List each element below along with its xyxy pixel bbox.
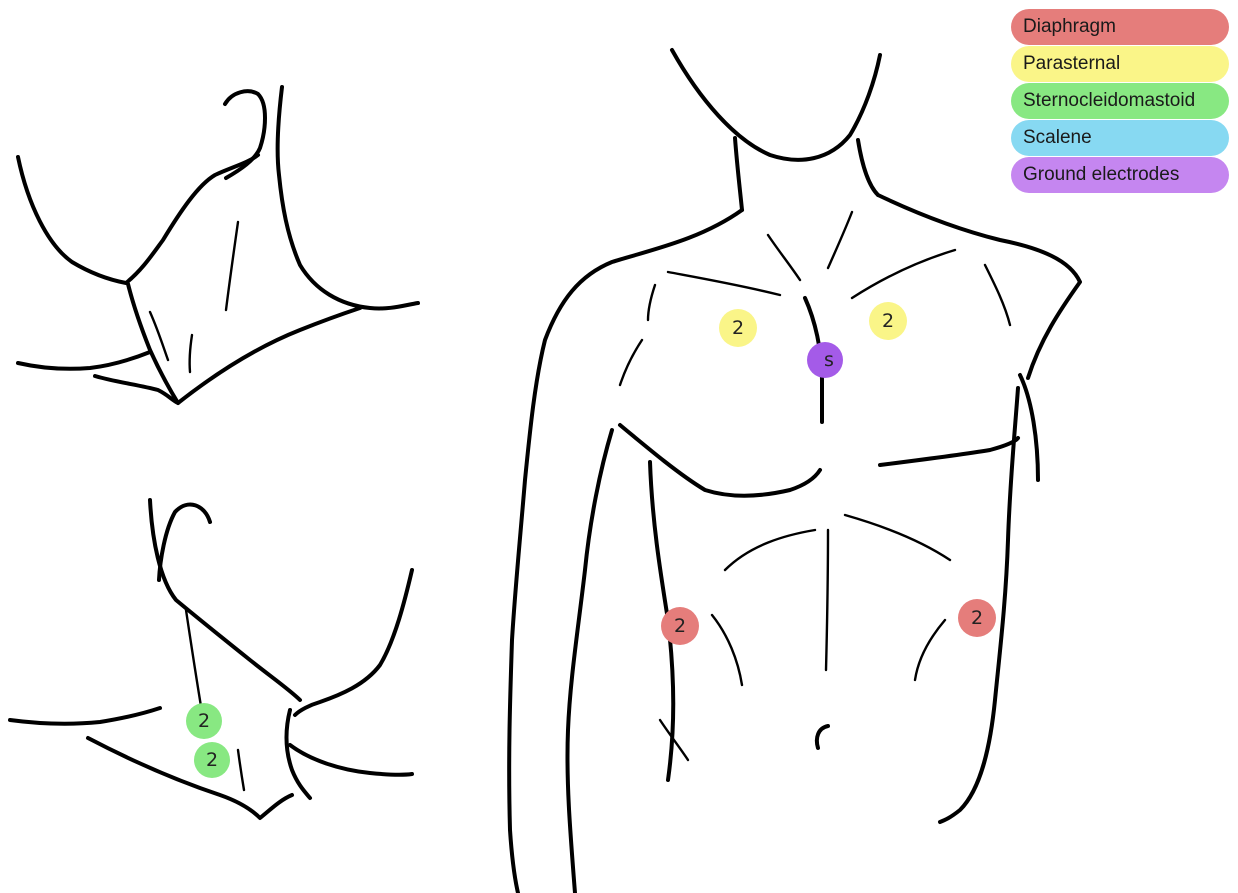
legend-item-scalene: Scalene (1011, 120, 1229, 156)
torso-clavicle-left (668, 272, 780, 295)
torso-ab-left-upper (725, 530, 815, 570)
torso-left-arm-inner (567, 430, 612, 893)
torso-linea-alba (826, 530, 828, 670)
torso-ab-left-lower (712, 615, 742, 685)
neck-lower-shoulder-right (290, 745, 412, 775)
marker-label: 2 (882, 310, 894, 332)
neck-upper-jaw-line (18, 155, 258, 283)
torso-chest-left-detail (620, 340, 642, 385)
torso-ab-right-lower (915, 620, 945, 680)
torso-delt-right (985, 265, 1010, 325)
marker-label: s (824, 349, 834, 371)
legend: Diaphragm Parasternal Sternocleidomastoi… (1011, 9, 1229, 194)
marker-label: 2 (206, 749, 218, 771)
neck-lower-clavicle (88, 738, 292, 818)
torso-pec-right (880, 438, 1018, 465)
neck-upper-back (278, 87, 418, 308)
torso-neck-muscle-right (828, 212, 852, 268)
torso-front-view (509, 50, 1080, 893)
legend-item-diaphragm: Diaphragm (1011, 9, 1229, 45)
neck-lower-shoulder-left (10, 708, 160, 724)
marker-neck-sternocleidomastoid-2: 2 (194, 742, 230, 778)
torso-clavicle-right (852, 250, 955, 298)
marker-label: 2 (732, 317, 744, 339)
torso-navel (817, 726, 828, 748)
marker-torso-diaphragm-right: 2 (958, 599, 996, 637)
torso-right-arm-outer (1020, 375, 1038, 480)
neck-lower-muscle-line-2 (238, 750, 244, 790)
legend-item-ground-electrodes: Ground electrodes (1011, 157, 1229, 193)
marker-label: 2 (674, 615, 686, 637)
neck-lower-ear (159, 505, 210, 580)
legend-item-parasternal: Parasternal (1011, 46, 1229, 82)
marker-label: 2 (971, 607, 983, 629)
torso-neck-right (858, 140, 878, 195)
marker-torso-ground: s (807, 342, 843, 378)
marker-label: 2 (198, 710, 210, 732)
marker-torso-diaphragm-left: 2 (661, 607, 699, 645)
markers-neck-lower: 2 2 (186, 703, 230, 778)
torso-neck-left (735, 138, 742, 210)
torso-shoulder-right (878, 195, 1080, 378)
legend-item-sternocleidomastoid: Sternocleidomastoid (1011, 83, 1229, 119)
neck-upper-muscle-line-1 (226, 222, 238, 310)
neck-upper-muscle-line-2 (190, 335, 192, 372)
neck-side-view-upper (18, 87, 418, 403)
torso-neck-muscle-left (768, 235, 800, 280)
neck-lower-back (295, 570, 412, 715)
marker-neck-sternocleidomastoid-1: 2 (186, 703, 222, 739)
torso-delt-left (648, 285, 655, 320)
neck-upper-ear (225, 91, 265, 178)
marker-torso-parasternal-left: 2 (719, 309, 757, 347)
neck-lower-jaw (150, 500, 300, 700)
neck-upper-shoulder-left (18, 352, 150, 369)
torso-ab-right-upper (845, 515, 950, 560)
marker-torso-parasternal-right: 2 (869, 302, 907, 340)
torso-shoulder-left (509, 210, 742, 893)
torso-chin (672, 50, 880, 160)
